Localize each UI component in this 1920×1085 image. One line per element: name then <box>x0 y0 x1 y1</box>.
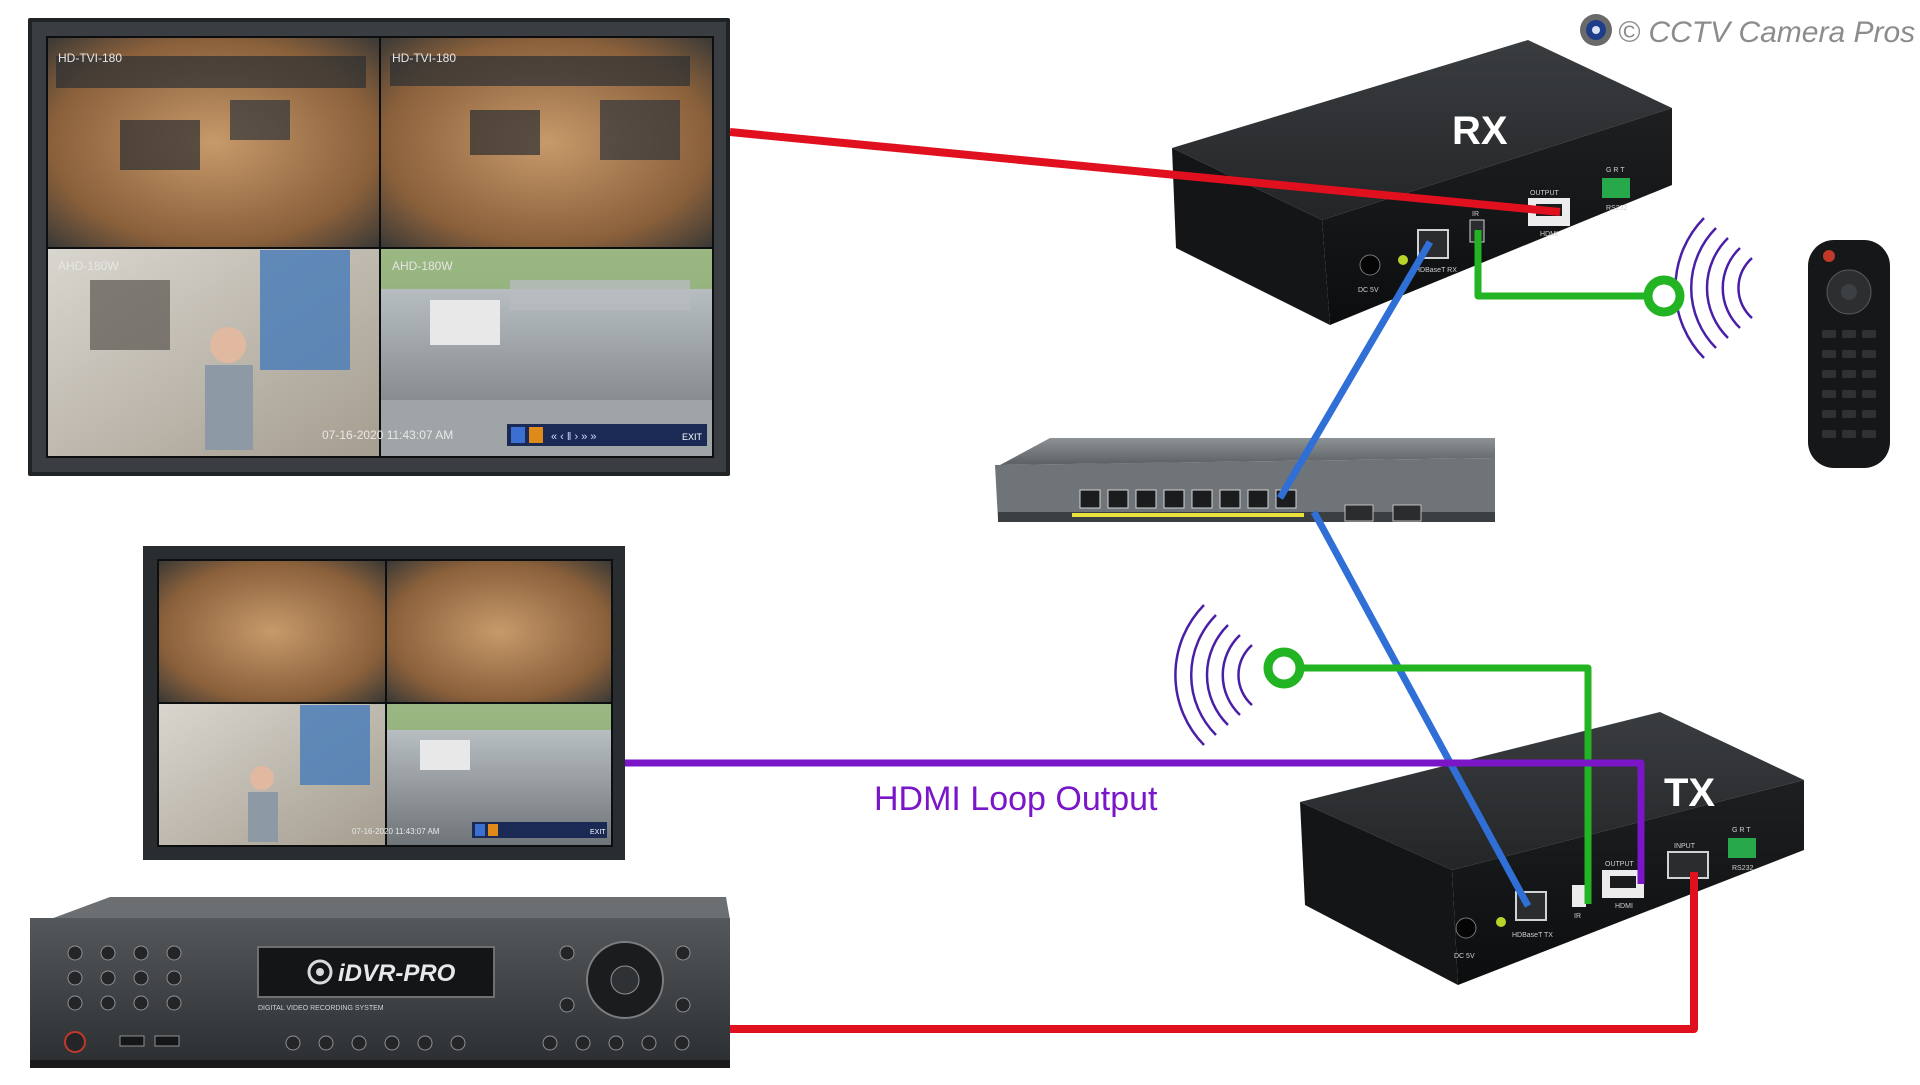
ir-signal-waves-tx <box>1174 604 1253 746</box>
tx-dc-label: DC 5V <box>1454 953 1475 960</box>
camera-tile-4: AHD-180W <box>381 249 712 456</box>
small-toolbar-exit-button[interactable]: EXIT <box>590 829 606 836</box>
dvr-nav-buttons[interactable] <box>542 945 691 1051</box>
tx-rs232-label: RS232 <box>1732 865 1754 872</box>
large-monitor-timestamp: 07-16-2020 11:43:07 AM <box>322 428 453 442</box>
tx-ir-label: IR <box>1574 913 1581 920</box>
camera-label-1: HD-TVI-180 <box>58 51 122 65</box>
dvr-function-buttons[interactable] <box>285 1035 466 1051</box>
dvr-display: iDVR-PRO <box>257 946 495 998</box>
ir-signal-waves-remote <box>1674 217 1753 359</box>
watermark: © CCTV Camera Pros <box>1580 14 1915 49</box>
switch-ports <box>1072 489 1422 522</box>
tx-title: TX <box>1664 771 1715 815</box>
camera-lens-logo-icon <box>1580 14 1612 46</box>
large-monitor: HD-TVI-180 HD-TVI-180 AHD-180W AHD-180W <box>28 18 730 476</box>
network-cable <box>1276 240 1532 908</box>
tx-ports: DC 5V HDBaseT TX IR OUTPUT HDMI INPUT G … <box>1454 827 1756 960</box>
tx-serial-pins: G R T <box>1732 827 1751 834</box>
tx-hdbaset-label: HDBaseT TX <box>1512 932 1553 939</box>
dvr-recorder: iDVR-PRO DIGITAL VIDEO RECORDING SYSTEM <box>30 897 730 1068</box>
rx-rs232-label: RS232 <box>1606 205 1628 212</box>
hdmi-cable-rx-to-monitor <box>729 128 1561 216</box>
hdmi-loop-cable <box>625 759 1645 884</box>
dvr-brand: iDVR-PRO <box>338 960 456 987</box>
tx-hdmi-label: HDMI <box>1615 903 1633 910</box>
ir-extension-cables <box>1298 230 1648 904</box>
dvr-power-button[interactable] <box>64 1031 86 1053</box>
hdmi-cable-dvr-to-tx <box>730 872 1698 1033</box>
camera-label-4: AHD-180W <box>392 259 453 273</box>
camera-label-3: AHD-180W <box>58 259 119 273</box>
rx-title: RX <box>1452 109 1508 153</box>
tx-extender: TX DC 5V HDBaseT TX IR OUTPUT HDMI INPUT… <box>1300 712 1804 985</box>
dvr-button-grid[interactable] <box>67 945 182 1011</box>
network-switch <box>995 438 1495 522</box>
camera-tile-3: AHD-180W <box>48 249 379 456</box>
dvr-jog-dial[interactable] <box>586 941 664 1019</box>
camera-tile-2: HD-TVI-180 <box>381 38 712 247</box>
svg-text:« ‹ ‖ › » »: « ‹ ‖ › » » <box>551 431 597 443</box>
camera-tile-1: HD-TVI-180 <box>48 38 379 247</box>
camera-label-2: HD-TVI-180 <box>392 51 456 65</box>
tx-input-label: INPUT <box>1674 843 1696 850</box>
hdmi-loop-output-label: HDMI Loop Output <box>874 780 1158 818</box>
toolbar-exit-button[interactable]: EXIT <box>682 432 703 442</box>
dvr-usb-port-1 <box>119 1035 145 1047</box>
small-monitor: 07-16-2020 11:43:07 AM EXIT <box>143 546 625 860</box>
tx-output-label: OUTPUT <box>1605 861 1635 868</box>
dvr-logo-icon <box>307 959 333 985</box>
small-playback-toolbar[interactable]: EXIT <box>472 822 607 838</box>
rx-dc-label: DC 5V <box>1358 287 1379 294</box>
watermark-text: © CCTV Camera Pros <box>1618 16 1915 49</box>
small-monitor-timestamp: 07-16-2020 11:43:07 AM <box>352 827 440 836</box>
rx-hdmi-label: HDMI <box>1540 231 1558 238</box>
rx-ir-label: IR <box>1472 211 1479 218</box>
ir-remote-control <box>1808 240 1890 468</box>
rx-output-label: OUTPUT <box>1530 190 1560 197</box>
ir-receiver-eye-rx <box>1643 275 1685 317</box>
dvr-usb-port-2 <box>154 1035 180 1047</box>
dvr-subtitle: DIGITAL VIDEO RECORDING SYSTEM <box>258 1005 384 1012</box>
remote-keypad <box>1822 330 1876 438</box>
ir-receiver-eye-tx <box>1263 647 1305 689</box>
ir-receiver-eyes <box>1263 275 1685 689</box>
playback-toolbar[interactable]: « ‹ ‖ › » » EXIT <box>507 424 707 446</box>
rx-serial-pins: G R T <box>1606 167 1625 174</box>
rx-hdbaset-label: HDBaseT RX <box>1415 267 1457 274</box>
